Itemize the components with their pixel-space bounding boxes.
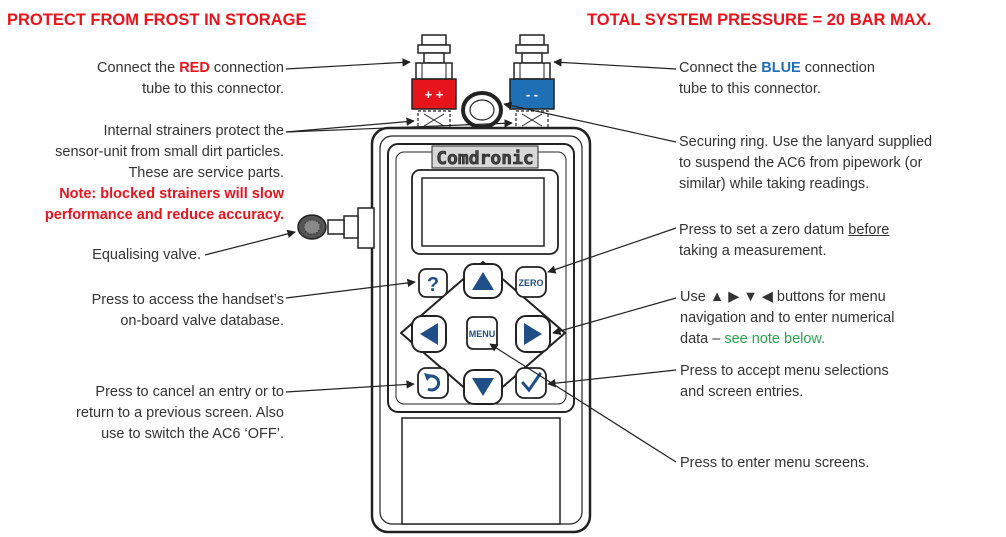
- menu-callout: Press to enter menu screens.: [680, 455, 870, 471]
- down-button[interactable]: [463, 369, 503, 405]
- pressure-warning: TOTAL SYSTEM PRESSURE = 20 BAR MAX.: [587, 11, 932, 29]
- menu-button[interactable]: MENU: [466, 316, 498, 350]
- red-connector: + +: [411, 34, 457, 130]
- securing-ring-callout: Securing ring. Use the lanyard supplied …: [679, 134, 933, 192]
- blue-port-label: - -: [526, 87, 538, 102]
- right-button[interactable]: [515, 315, 551, 353]
- return-icon: [427, 374, 441, 392]
- checkmark-icon: [521, 372, 542, 393]
- up-button[interactable]: [463, 263, 503, 299]
- leader-red-connection: [285, 58, 411, 70]
- blue-port-block: [509, 78, 555, 110]
- red-port-block: [411, 78, 457, 110]
- leader-securing-ring: [503, 101, 677, 143]
- help-button[interactable]: ?: [418, 268, 448, 298]
- accept-callout: Press to accept menu selections and scre…: [680, 363, 889, 400]
- zero-callout: Press to set a zero datum before taking …: [679, 222, 890, 259]
- securing-ring: [461, 91, 503, 129]
- equalising-valve-callout: Equalising valve.: [92, 247, 201, 263]
- menu-button-label: MENU: [469, 329, 496, 339]
- leader-menu: [489, 343, 677, 463]
- leader-blue-connection: [553, 58, 677, 70]
- brand-logo: Comdronic: [436, 148, 534, 169]
- red-connection-callout: Connect the RED connection tube to this …: [96, 60, 284, 97]
- leader-equalising-valve: [204, 229, 296, 256]
- leader-accept: [547, 369, 677, 388]
- display-screen: [421, 177, 545, 247]
- blue-connector: - -: [509, 34, 555, 130]
- left-button[interactable]: [411, 315, 447, 353]
- down-arrow-icon: [472, 378, 494, 396]
- up-arrow-icon: [472, 272, 494, 290]
- leader-cancel: [285, 380, 415, 393]
- equalising-valve[interactable]: [297, 207, 375, 249]
- accept-button[interactable]: [515, 367, 547, 399]
- battery-cover: [401, 417, 561, 525]
- leader-database: [285, 278, 416, 299]
- blue-connection-callout: Connect the BLUE connection tube to this…: [679, 60, 875, 97]
- right-arrow-icon: [524, 323, 542, 345]
- leader-navigation: [552, 297, 677, 335]
- strainers-callout: Internal strainers protect the sensor-un…: [44, 123, 284, 223]
- red-port-label: + +: [425, 87, 444, 102]
- frost-warning: PROTECT FROM FROST IN STORAGE: [7, 11, 307, 29]
- navigation-callout: Use ▲ ▶ ▼ ◀ buttons for menu navigation …: [680, 289, 895, 347]
- leader-zero: [547, 227, 677, 274]
- brand-plate: [431, 145, 539, 169]
- leader-strainer-blue: [285, 119, 513, 133]
- left-arrow-icon: [420, 323, 438, 345]
- leader-strainer-red: [285, 117, 415, 133]
- cancel-callout: Press to cancel an entry or to return to…: [76, 384, 284, 442]
- zero-button[interactable]: ZERO: [515, 266, 547, 298]
- cancel-button[interactable]: [417, 367, 449, 399]
- zero-button-label: ZERO: [518, 278, 543, 288]
- help-icon: ?: [427, 274, 439, 296]
- database-callout: Press to access the handset’s on-board v…: [91, 292, 284, 329]
